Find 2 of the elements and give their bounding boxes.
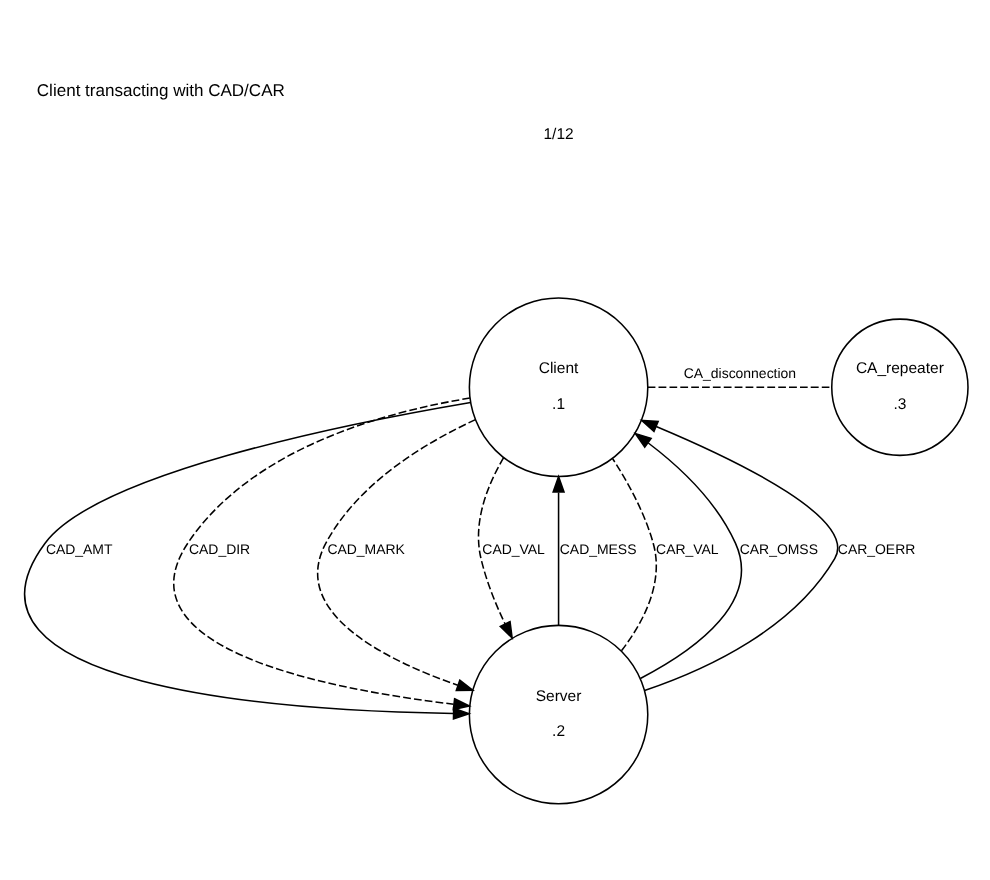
label: 1/12	[542, 125, 573, 144]
diagram-title: Client transacting with CAD/CAR	[35, 80, 284, 101]
